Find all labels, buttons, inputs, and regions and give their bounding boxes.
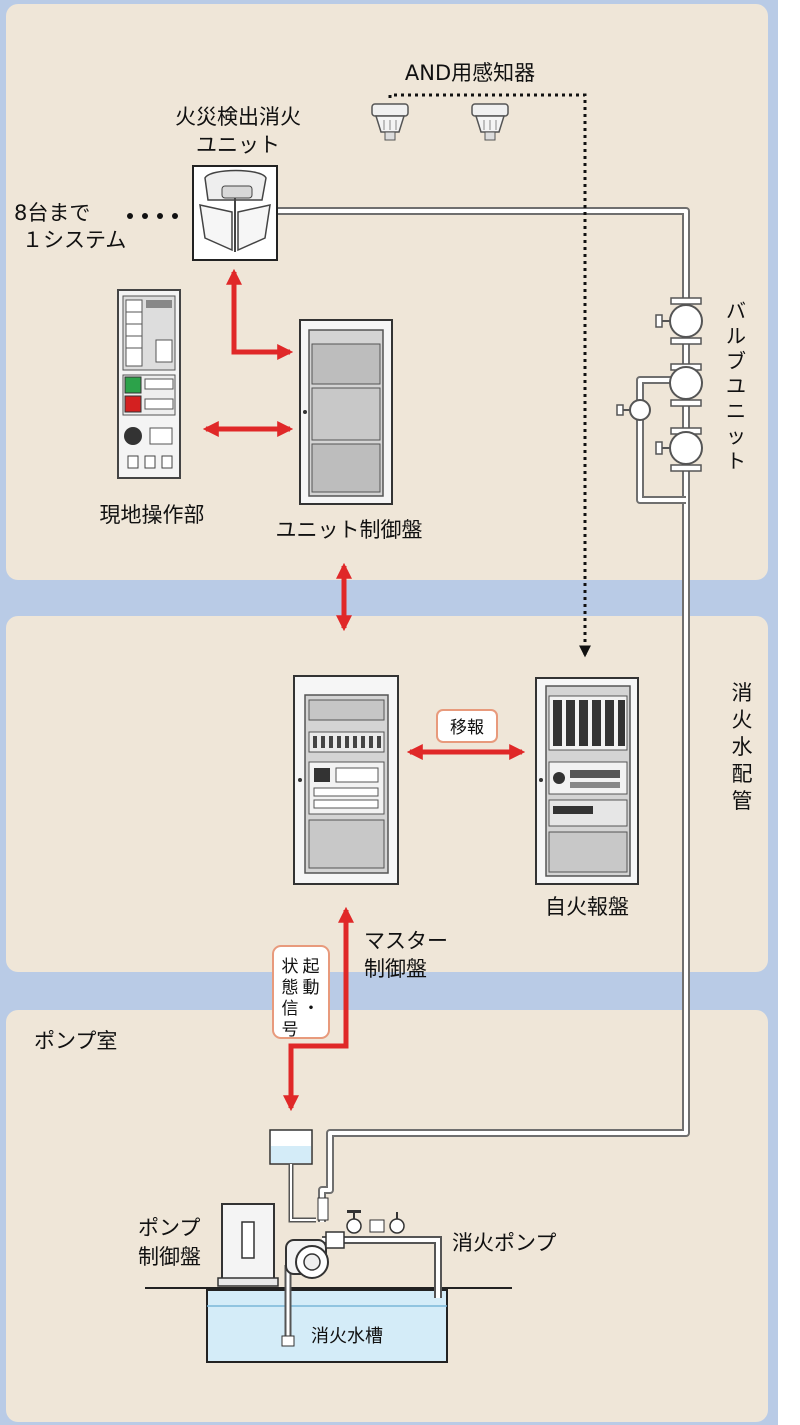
bypass-valve [616, 399, 651, 421]
pump-piping [284, 1236, 442, 1340]
vertical-char: 水 [732, 735, 753, 759]
and-detector-2 [471, 103, 509, 141]
vertical-char: 配 [732, 762, 753, 786]
master-control-panel [293, 675, 399, 885]
valve-3 [655, 427, 703, 472]
panel-pump-room [6, 1010, 768, 1422]
vertical-char: ル [726, 324, 746, 348]
vertical-char: 信 [282, 999, 299, 1019]
transfer-tag [436, 709, 498, 743]
master-panel-label-2: 制御盤 [364, 957, 427, 981]
and-detector-label: AND用感知器 [405, 61, 535, 85]
fire-pump-label: 消火ポンプ [452, 1231, 556, 1255]
pump-room-label: ポンプ室 [34, 1029, 117, 1053]
and-signal-dotted-line [388, 93, 591, 658]
water-tank-label: 消火水槽 [311, 1326, 383, 1347]
vertical-char: ブ [726, 349, 746, 373]
local-operation-panel [117, 289, 181, 479]
transfer-label: 移報 [450, 718, 484, 738]
pump-panel-label-1: ポンプ [138, 1216, 200, 1240]
valve-1 [655, 297, 703, 345]
vertical-char: ニ [726, 399, 746, 423]
red-lamp [124, 395, 142, 413]
arrow-master-to-pump [282, 906, 355, 1112]
vertical-char: 号 [282, 1020, 299, 1040]
and-detector-1 [371, 103, 409, 141]
pump-panel-label-2: 制御盤 [138, 1245, 201, 1269]
local-panel-label: 現地操作部 [100, 503, 205, 527]
panel-unit-area [6, 4, 768, 580]
fire-alarm-panel [535, 677, 639, 885]
vertical-char: 態 [282, 978, 299, 998]
vertical-char: ・ [303, 999, 320, 1019]
vertical-char: 消 [732, 681, 753, 705]
detection-unit-label-2: ユニット [196, 133, 280, 157]
discharge-valves [317, 1197, 405, 1234]
unit-control-panel-label: ユニット制御盤 [276, 518, 423, 542]
unit-control-panel [299, 319, 393, 505]
vertical-char: バ [726, 299, 746, 323]
vertical-char: 状 [282, 957, 299, 977]
vertical-char: ト [726, 449, 746, 473]
selector-knob [124, 427, 142, 445]
system-limit-label-2: １システム [22, 228, 126, 252]
green-lamp [124, 376, 142, 394]
vertical-char: 起 [303, 957, 320, 977]
fire-pump [285, 1231, 345, 1279]
start-status-tag [272, 945, 330, 1039]
vertical-char: 火 [732, 708, 753, 732]
header-water-tank [269, 1129, 316, 1223]
valve-2 [669, 363, 703, 407]
fire-water-piping [278, 207, 690, 1222]
valve-unit [616, 297, 703, 472]
vertical-char: ッ [726, 424, 746, 448]
vertical-char: 管 [732, 789, 753, 813]
vertical-char: ユ [726, 374, 746, 398]
master-panel-label-1: マスター [364, 929, 448, 953]
vertical-char: 動 [303, 978, 320, 998]
foot-valve [281, 1335, 295, 1347]
system-limit-label-1: 8台まで [14, 201, 90, 225]
start-status-label-col1: 起動・起動・ [303, 957, 320, 1019]
fire-water-pipe-label: 消火水配管消火水配管 [732, 681, 753, 813]
pump-control-panel [217, 1203, 279, 1287]
fire-alarm-panel-label: 自火報盤 [545, 895, 629, 919]
fire-water-tank [206, 1289, 448, 1363]
fire-detection-unit [192, 165, 278, 261]
start-status-label-col2: 状態信号状態信号 [282, 957, 299, 1040]
ellipsis-dots [127, 213, 178, 219]
arrow-unit-to-control [225, 268, 294, 361]
valve-unit-label: バルブユニットバルブユニット [726, 299, 746, 473]
detection-unit-label-1: 火災検出消火 [175, 105, 301, 129]
